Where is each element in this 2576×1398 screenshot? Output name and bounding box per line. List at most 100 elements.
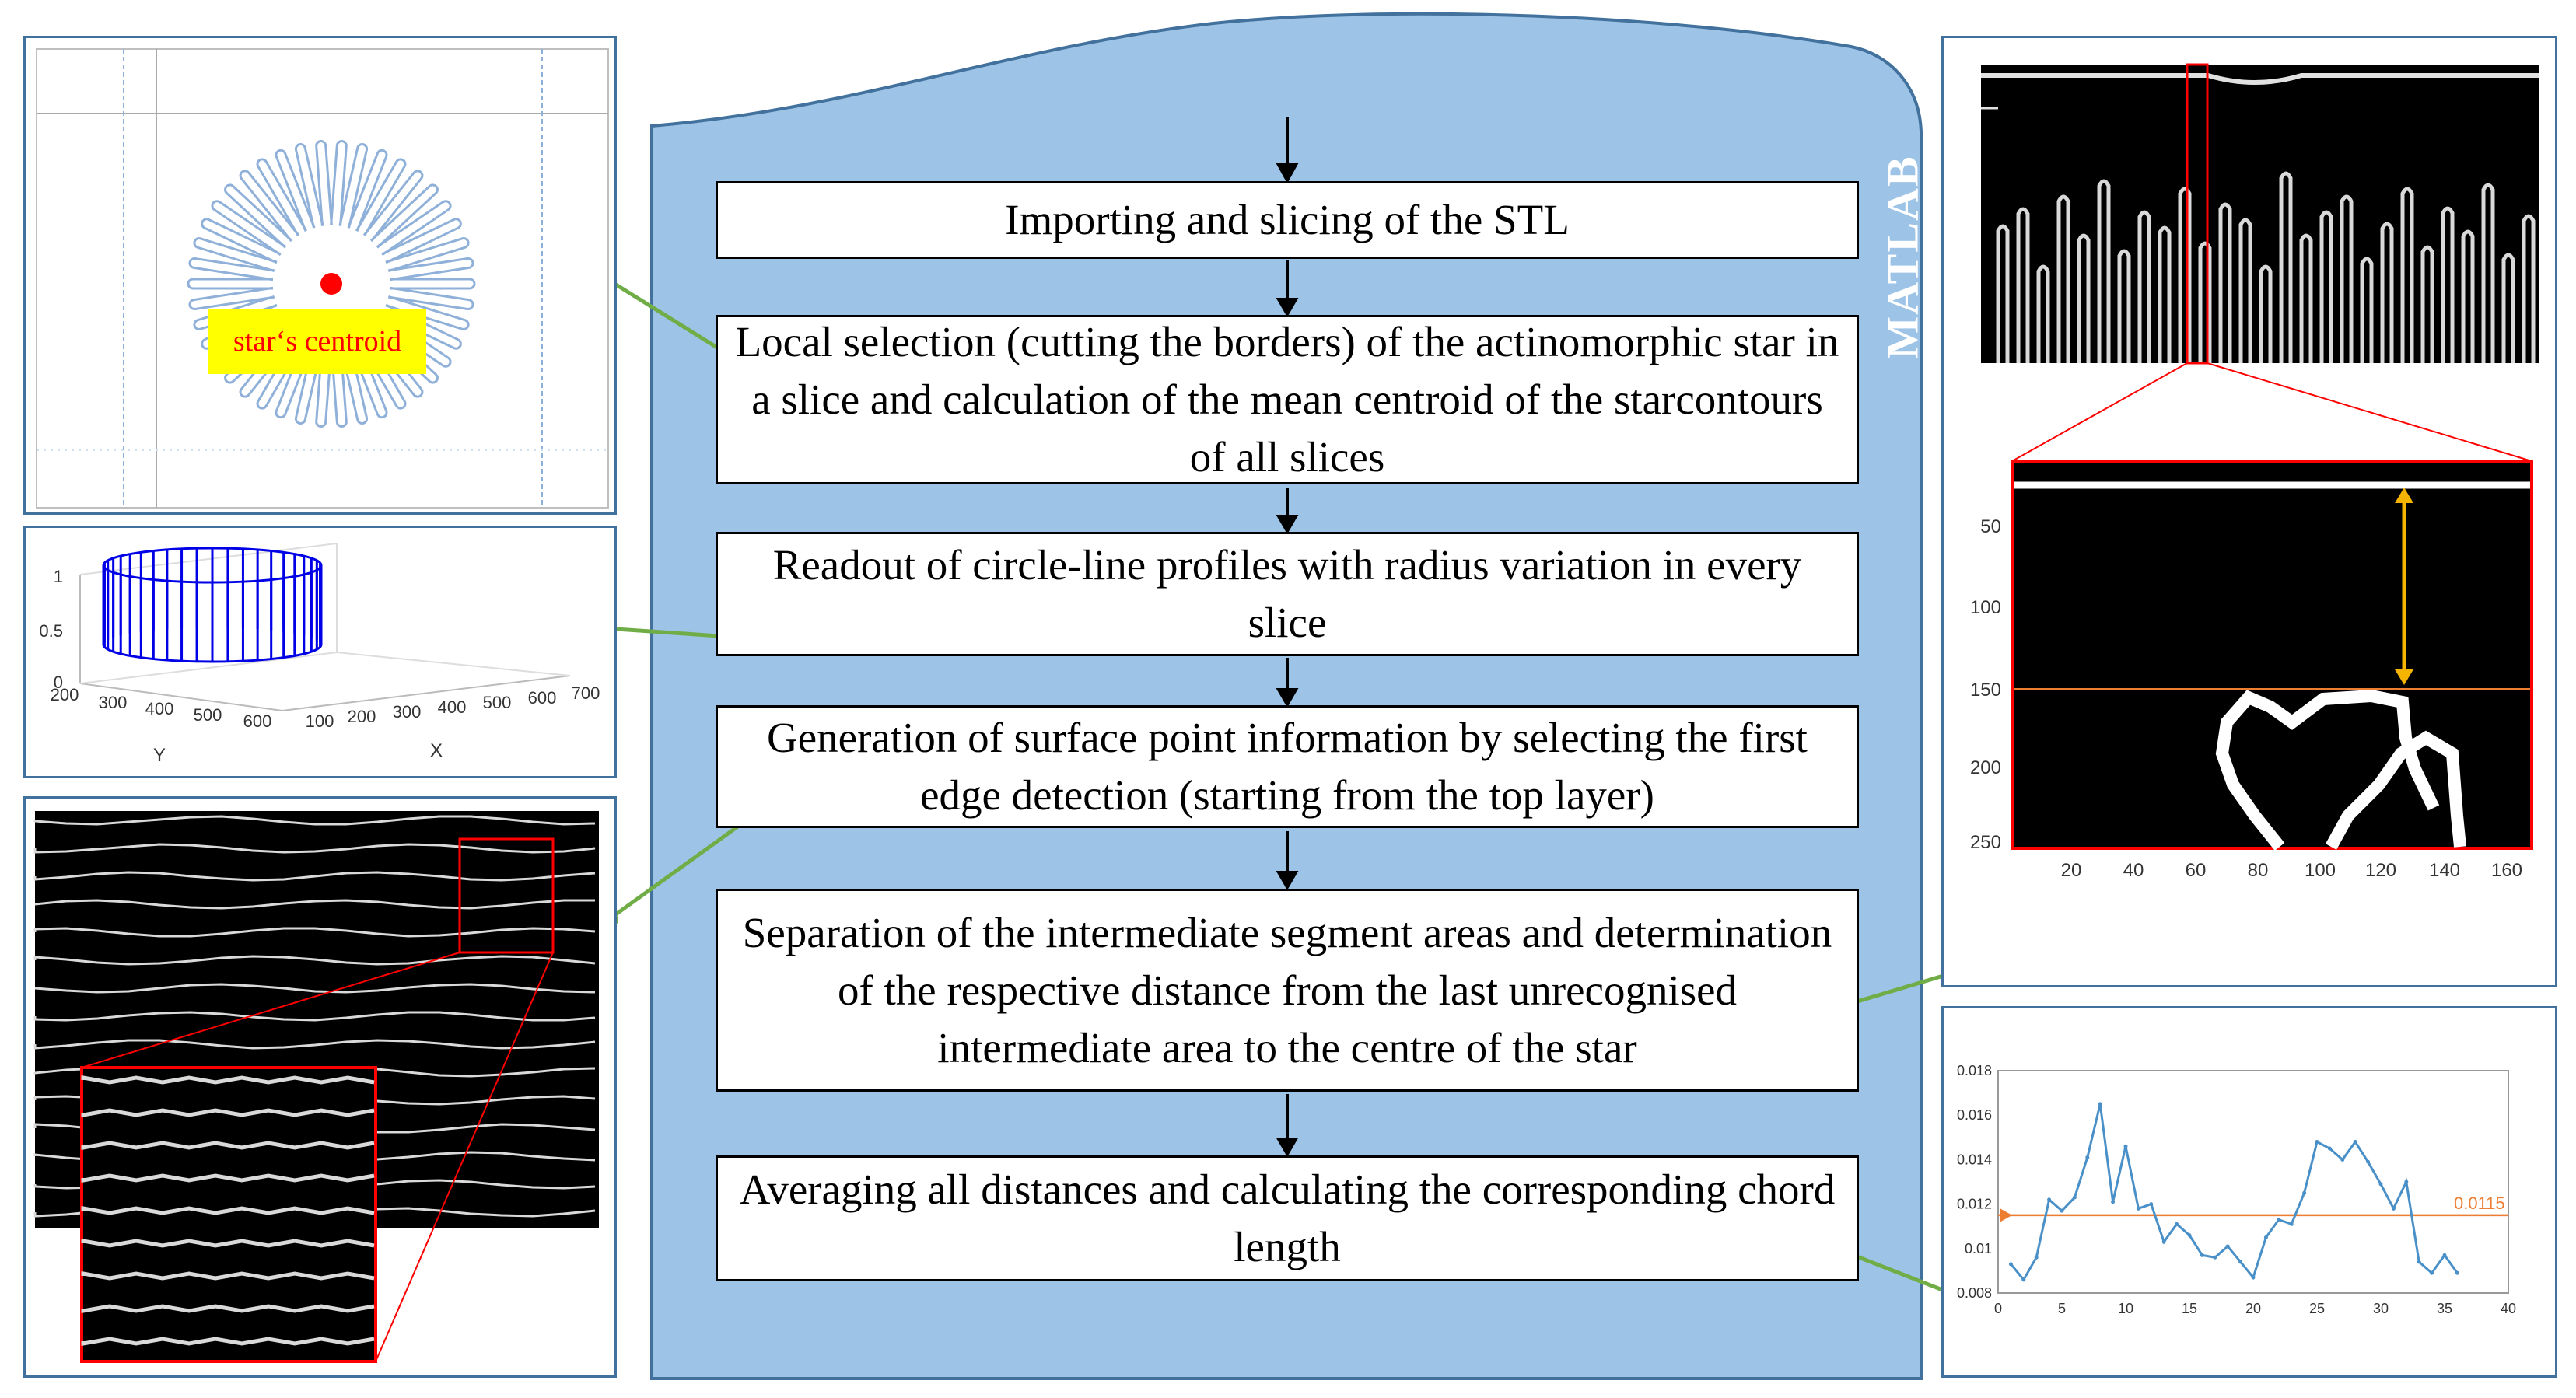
series-point <box>2034 1255 2039 1260</box>
segment-finger <box>2501 253 2515 363</box>
series-point <box>2315 1140 2319 1145</box>
series-point <box>2085 1155 2090 1160</box>
series-point <box>2366 1159 2371 1164</box>
star-ray <box>201 218 282 264</box>
segment-finger <box>2036 264 2050 363</box>
star-ray <box>256 158 307 236</box>
star-ray <box>390 278 476 290</box>
star-ray <box>188 257 275 281</box>
star-ray <box>347 149 388 232</box>
segment-finger <box>2279 171 2293 363</box>
segment-outline <box>2215 689 2466 851</box>
y-tick-label: 0.018 <box>1957 1063 1992 1078</box>
segment-finger <box>2481 183 2495 363</box>
x-tick: 300 <box>393 702 422 722</box>
series-point <box>2111 1200 2116 1204</box>
zoom-x-tick: 60 <box>2186 860 2207 881</box>
x-tick-label: 20 <box>2245 1301 2261 1316</box>
series-point <box>2391 1206 2396 1211</box>
star-ray <box>362 170 424 243</box>
y-tick: 500 <box>194 705 222 725</box>
series-point <box>2442 1253 2447 1257</box>
zoom-x-tick: 140 <box>2429 860 2460 881</box>
star-ray <box>376 200 452 256</box>
star-ray <box>224 183 293 249</box>
edge-line <box>33 955 596 966</box>
x-tick: 200 <box>348 707 376 726</box>
x-tick-label: 25 <box>2309 1301 2325 1316</box>
profile-cylinder <box>102 547 323 663</box>
zoom-x-tick: 80 <box>2248 860 2269 881</box>
series-point <box>2187 1233 2192 1238</box>
z-tick: 0.5 <box>39 621 63 641</box>
zoom-edge-line <box>81 1141 375 1150</box>
centroid-dot <box>320 273 342 295</box>
star-ray <box>330 140 348 226</box>
segment-finger <box>2097 179 2111 363</box>
star-ray <box>294 143 324 229</box>
series-line <box>2010 1103 2459 1282</box>
x-tick-label: 15 <box>2182 1301 2197 1316</box>
mean-marker <box>2000 1208 2012 1222</box>
zoom-edge-line <box>81 1271 375 1281</box>
zoom-x-tick: 20 <box>2061 860 2082 881</box>
x-tick: 500 <box>483 693 512 712</box>
zoom-x-tick: 120 <box>2365 860 2396 881</box>
star-ray <box>330 341 348 428</box>
x-tick-label: 35 <box>2437 1301 2452 1316</box>
segment-finger <box>2319 210 2333 363</box>
segment-finger <box>2420 245 2434 363</box>
star-ray <box>211 200 287 256</box>
y-tick: 200 <box>51 685 79 704</box>
zoom-x-tick: 100 <box>2305 860 2336 881</box>
star-ray <box>347 336 388 419</box>
star-ray <box>193 237 278 273</box>
x-tick-label: 30 <box>2373 1301 2389 1316</box>
y-tick: 600 <box>243 711 272 731</box>
segment-zoom-plot <box>2011 460 2533 850</box>
matlab-label: MATLAB <box>1877 154 1928 359</box>
mean-label: 0.0115 <box>2454 1194 2505 1213</box>
segment-finger <box>2259 264 2273 363</box>
slice-image-panel: 50 100 150 200 250 20 40 60 80 100 120 1… <box>1941 36 2557 987</box>
segment-finger <box>2117 249 2131 363</box>
series-point <box>2149 1202 2154 1207</box>
segment-finger <box>2218 202 2232 363</box>
star-ray <box>201 303 282 350</box>
series-point <box>2430 1270 2434 1275</box>
star-ray <box>256 331 307 410</box>
segment-finger <box>2077 233 2091 363</box>
segment-finger <box>2340 194 2354 363</box>
segment-finger <box>2238 218 2252 363</box>
x-axis-label: X <box>430 740 443 761</box>
zoom-x-tick: 40 <box>2123 860 2144 881</box>
star-ray <box>239 170 300 243</box>
star-ray <box>193 295 278 330</box>
star-centroid-panel <box>23 36 617 515</box>
zoom-y-tick: 150 <box>1970 680 2001 701</box>
segment-finger <box>2299 233 2313 363</box>
z-tick: 1 <box>54 567 63 586</box>
zoom-y-tick: 250 <box>1970 832 2001 853</box>
series-point <box>2021 1277 2026 1282</box>
zoom-x-tick: 160 <box>2491 860 2522 881</box>
slice-selection-box <box>2186 63 2209 365</box>
x-tick: 700 <box>572 683 600 703</box>
series-point <box>2378 1182 2383 1187</box>
series-point <box>2455 1270 2459 1275</box>
star-ray <box>381 218 462 264</box>
slice-image: 50 100 150 200 250 20 40 60 80 100 120 1… <box>1970 63 2539 881</box>
series-points <box>2008 1102 2459 1282</box>
y-tick: 400 <box>145 699 174 718</box>
series-point <box>2277 1218 2281 1222</box>
zoom-edge-line <box>81 1304 375 1313</box>
star-ray <box>239 325 300 398</box>
segment-finger <box>2461 229 2475 363</box>
zoom-edge-line <box>81 1206 375 1215</box>
zoom-edge-line <box>81 1108 375 1117</box>
edge-line <box>33 871 596 882</box>
edge-line <box>33 1039 596 1050</box>
series-point <box>2353 1140 2357 1145</box>
